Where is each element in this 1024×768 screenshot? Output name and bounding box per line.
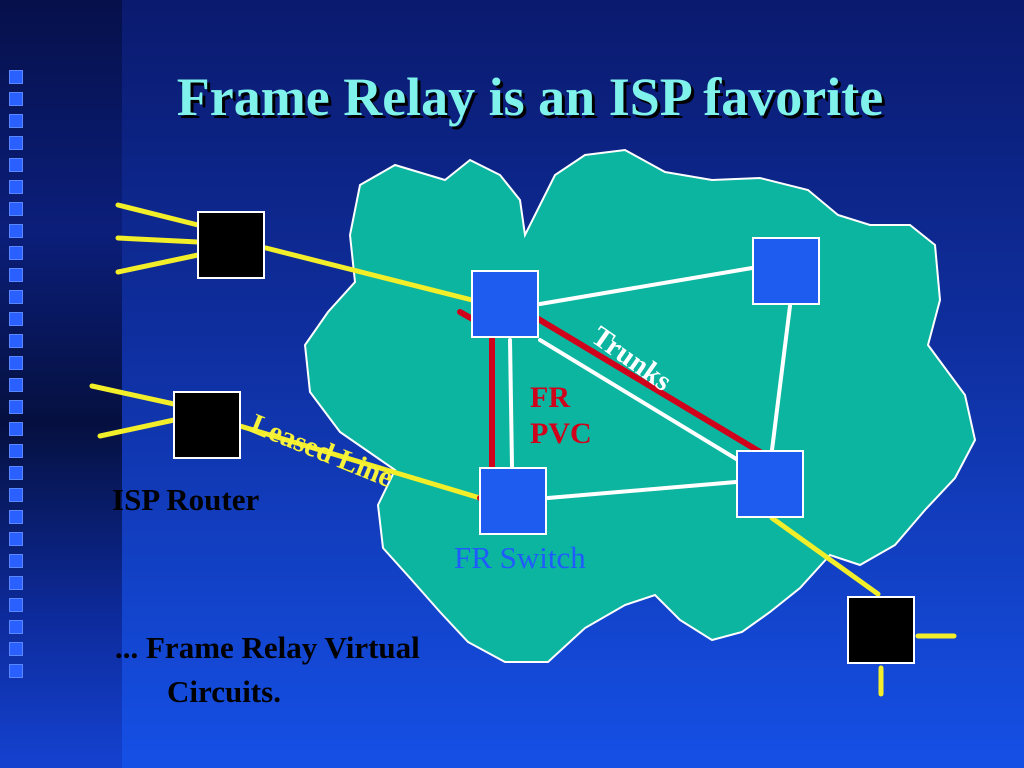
- trunk-line: [538, 338, 740, 462]
- access-line: [97, 417, 177, 439]
- access-line: [115, 252, 201, 275]
- slide-caption: ... Frame Relay Virtual Circuits.: [115, 626, 420, 714]
- leased-line: [237, 423, 483, 501]
- fr-pvc-label-line2: PVC: [530, 417, 592, 450]
- isp-router: [847, 596, 915, 664]
- frame-relay-cloud: [303, 148, 977, 663]
- trunk-line: [538, 266, 754, 306]
- access-line: [89, 383, 177, 407]
- trunk-line: [508, 338, 514, 468]
- caption-line-2: Circuits.: [167, 674, 281, 709]
- fr-switch-label: FR Switch: [454, 540, 586, 575]
- fr-switch: [471, 270, 539, 338]
- fr-pvc-label-line1: FR: [530, 381, 570, 414]
- slide-title: Frame Relay is an ISP favorite: [176, 67, 884, 127]
- decorative-square-column: [9, 70, 25, 686]
- caption-line-1: ... Frame Relay Virtual: [115, 630, 420, 665]
- isp-router: [197, 211, 265, 279]
- isp-router-label: ISP Router: [112, 482, 260, 517]
- left-band: [0, 0, 122, 768]
- trunk-line: [770, 304, 792, 452]
- fr-switch: [736, 450, 804, 518]
- trunk-line: [546, 480, 738, 500]
- fr-switch: [752, 237, 820, 305]
- fr-pvc-label: FR PVC: [530, 380, 592, 452]
- isp-router: [173, 391, 241, 459]
- leased-line: [263, 245, 475, 303]
- leased-line: [769, 515, 881, 597]
- access-line: [115, 202, 201, 228]
- fr-switch: [479, 467, 547, 535]
- access-line: [115, 235, 201, 245]
